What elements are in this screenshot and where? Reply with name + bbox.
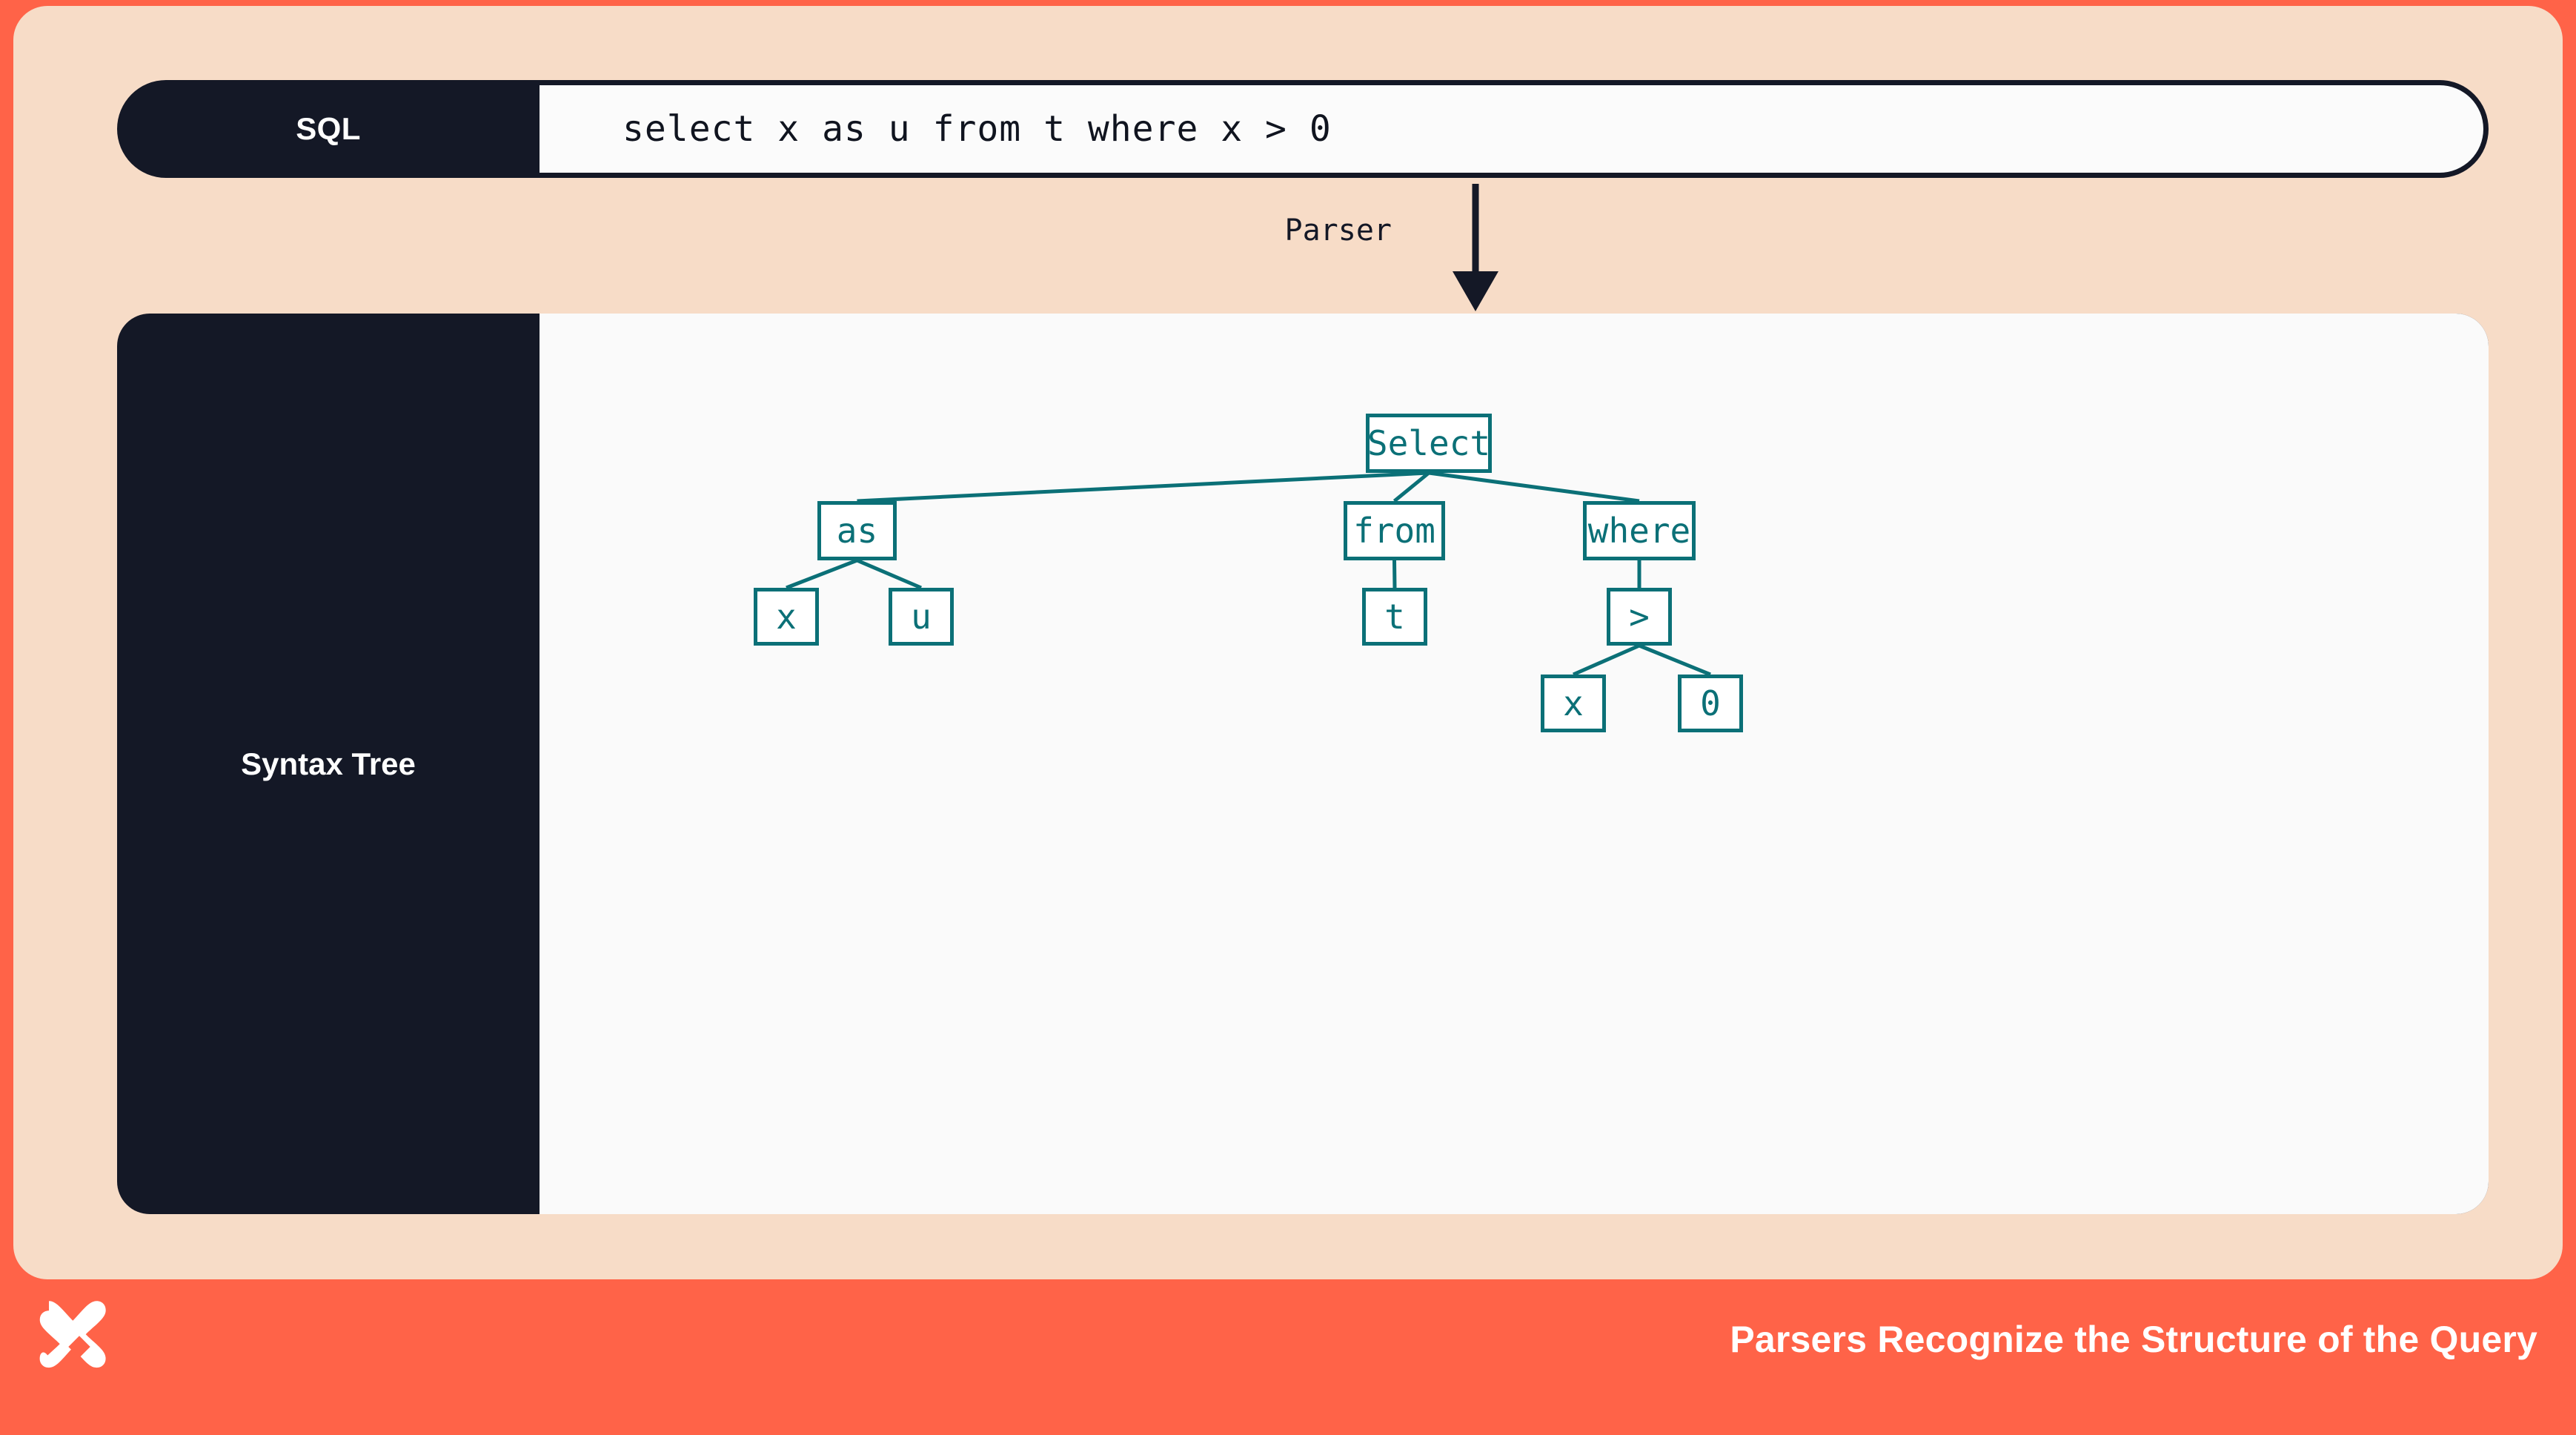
tree-node-gt[interactable]: >	[1607, 588, 1672, 646]
tree-edge	[1639, 643, 1711, 677]
tree-node-x2[interactable]: x	[1541, 675, 1606, 732]
tree-node-label: 0	[1700, 683, 1721, 723]
tree-edge	[786, 558, 858, 590]
sql-row-label: SQL	[296, 111, 361, 146]
footer-bar: Parsers Recognize the Structure of the Q…	[0, 1279, 2576, 1435]
tree-node-label: from	[1353, 511, 1435, 551]
x-butterfly-logo-icon	[39, 1301, 106, 1368]
tree-edges-layer	[786, 471, 1711, 677]
arrow-down-icon	[1453, 184, 1498, 311]
tree-edge	[857, 471, 1430, 503]
sql-query-text: select x as u from t where x > 0	[623, 108, 1332, 150]
tree-node-select[interactable]: Select	[1366, 414, 1492, 473]
tree-node-label: u	[911, 597, 932, 637]
tree-node-where[interactable]: where	[1583, 501, 1696, 560]
tree-node-zero[interactable]: 0	[1678, 675, 1743, 732]
tree-node-label: x	[776, 597, 797, 637]
sql-row: SQL select x as u from t where x > 0	[117, 80, 2489, 178]
tree-edge	[1428, 471, 1640, 503]
tree-node-label: >	[1629, 597, 1650, 637]
syntax-tree-canvas: Select as from where x u t > x 0	[540, 314, 2489, 1214]
tree-node-from[interactable]: from	[1344, 501, 1445, 560]
sql-query-field[interactable]: select x as u from t where x > 0	[540, 85, 2483, 173]
parser-transform: Parser	[1169, 184, 1614, 314]
tree-node-t[interactable]: t	[1362, 588, 1427, 646]
tree-edge	[1572, 643, 1641, 677]
tree-node-label: x	[1563, 683, 1584, 723]
tree-node-u[interactable]: u	[889, 588, 954, 646]
tree-edge	[1392, 471, 1430, 503]
syntax-tree-panel: Syntax Tree Select as from where x u t > x 0	[117, 314, 2489, 1214]
tree-node-as[interactable]: as	[817, 501, 897, 560]
tree-edge	[856, 558, 922, 590]
content-panel: SQL select x as u from t where x > 0 Par…	[13, 6, 2563, 1279]
tree-node-x1[interactable]: x	[754, 588, 819, 646]
syntax-tree-panel-label: Syntax Tree	[241, 746, 416, 781]
footer-caption: Parsers Recognize the Structure of the Q…	[1730, 1319, 2537, 1360]
tree-node-label: t	[1384, 597, 1405, 637]
tree-node-label: where	[1587, 511, 1691, 551]
tree-node-label: as	[836, 511, 878, 551]
tree-node-label: Select	[1367, 423, 1491, 463]
parser-label: Parser	[1284, 213, 1392, 248]
